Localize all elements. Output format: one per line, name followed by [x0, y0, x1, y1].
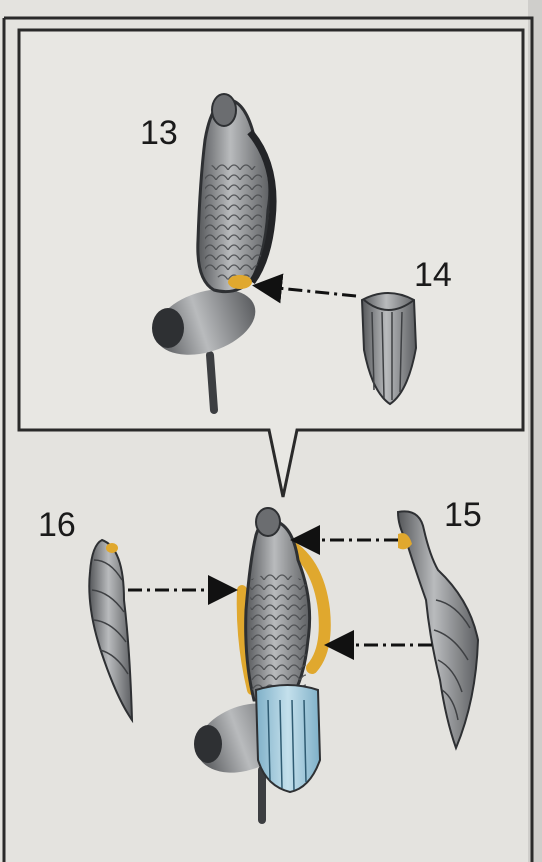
- step-label-13: 13: [140, 116, 178, 150]
- step-label-15: 15: [444, 498, 482, 532]
- tail-highlight-blue: [256, 685, 320, 792]
- step-label-16: 16: [38, 508, 76, 542]
- part-15-wing: [398, 511, 478, 748]
- page-edge-shadow: [528, 0, 542, 862]
- glue-spot-13: [228, 275, 252, 289]
- part-16-wing: [89, 540, 132, 720]
- step-label-14: 14: [414, 258, 452, 292]
- assembled-figure: [187, 508, 325, 820]
